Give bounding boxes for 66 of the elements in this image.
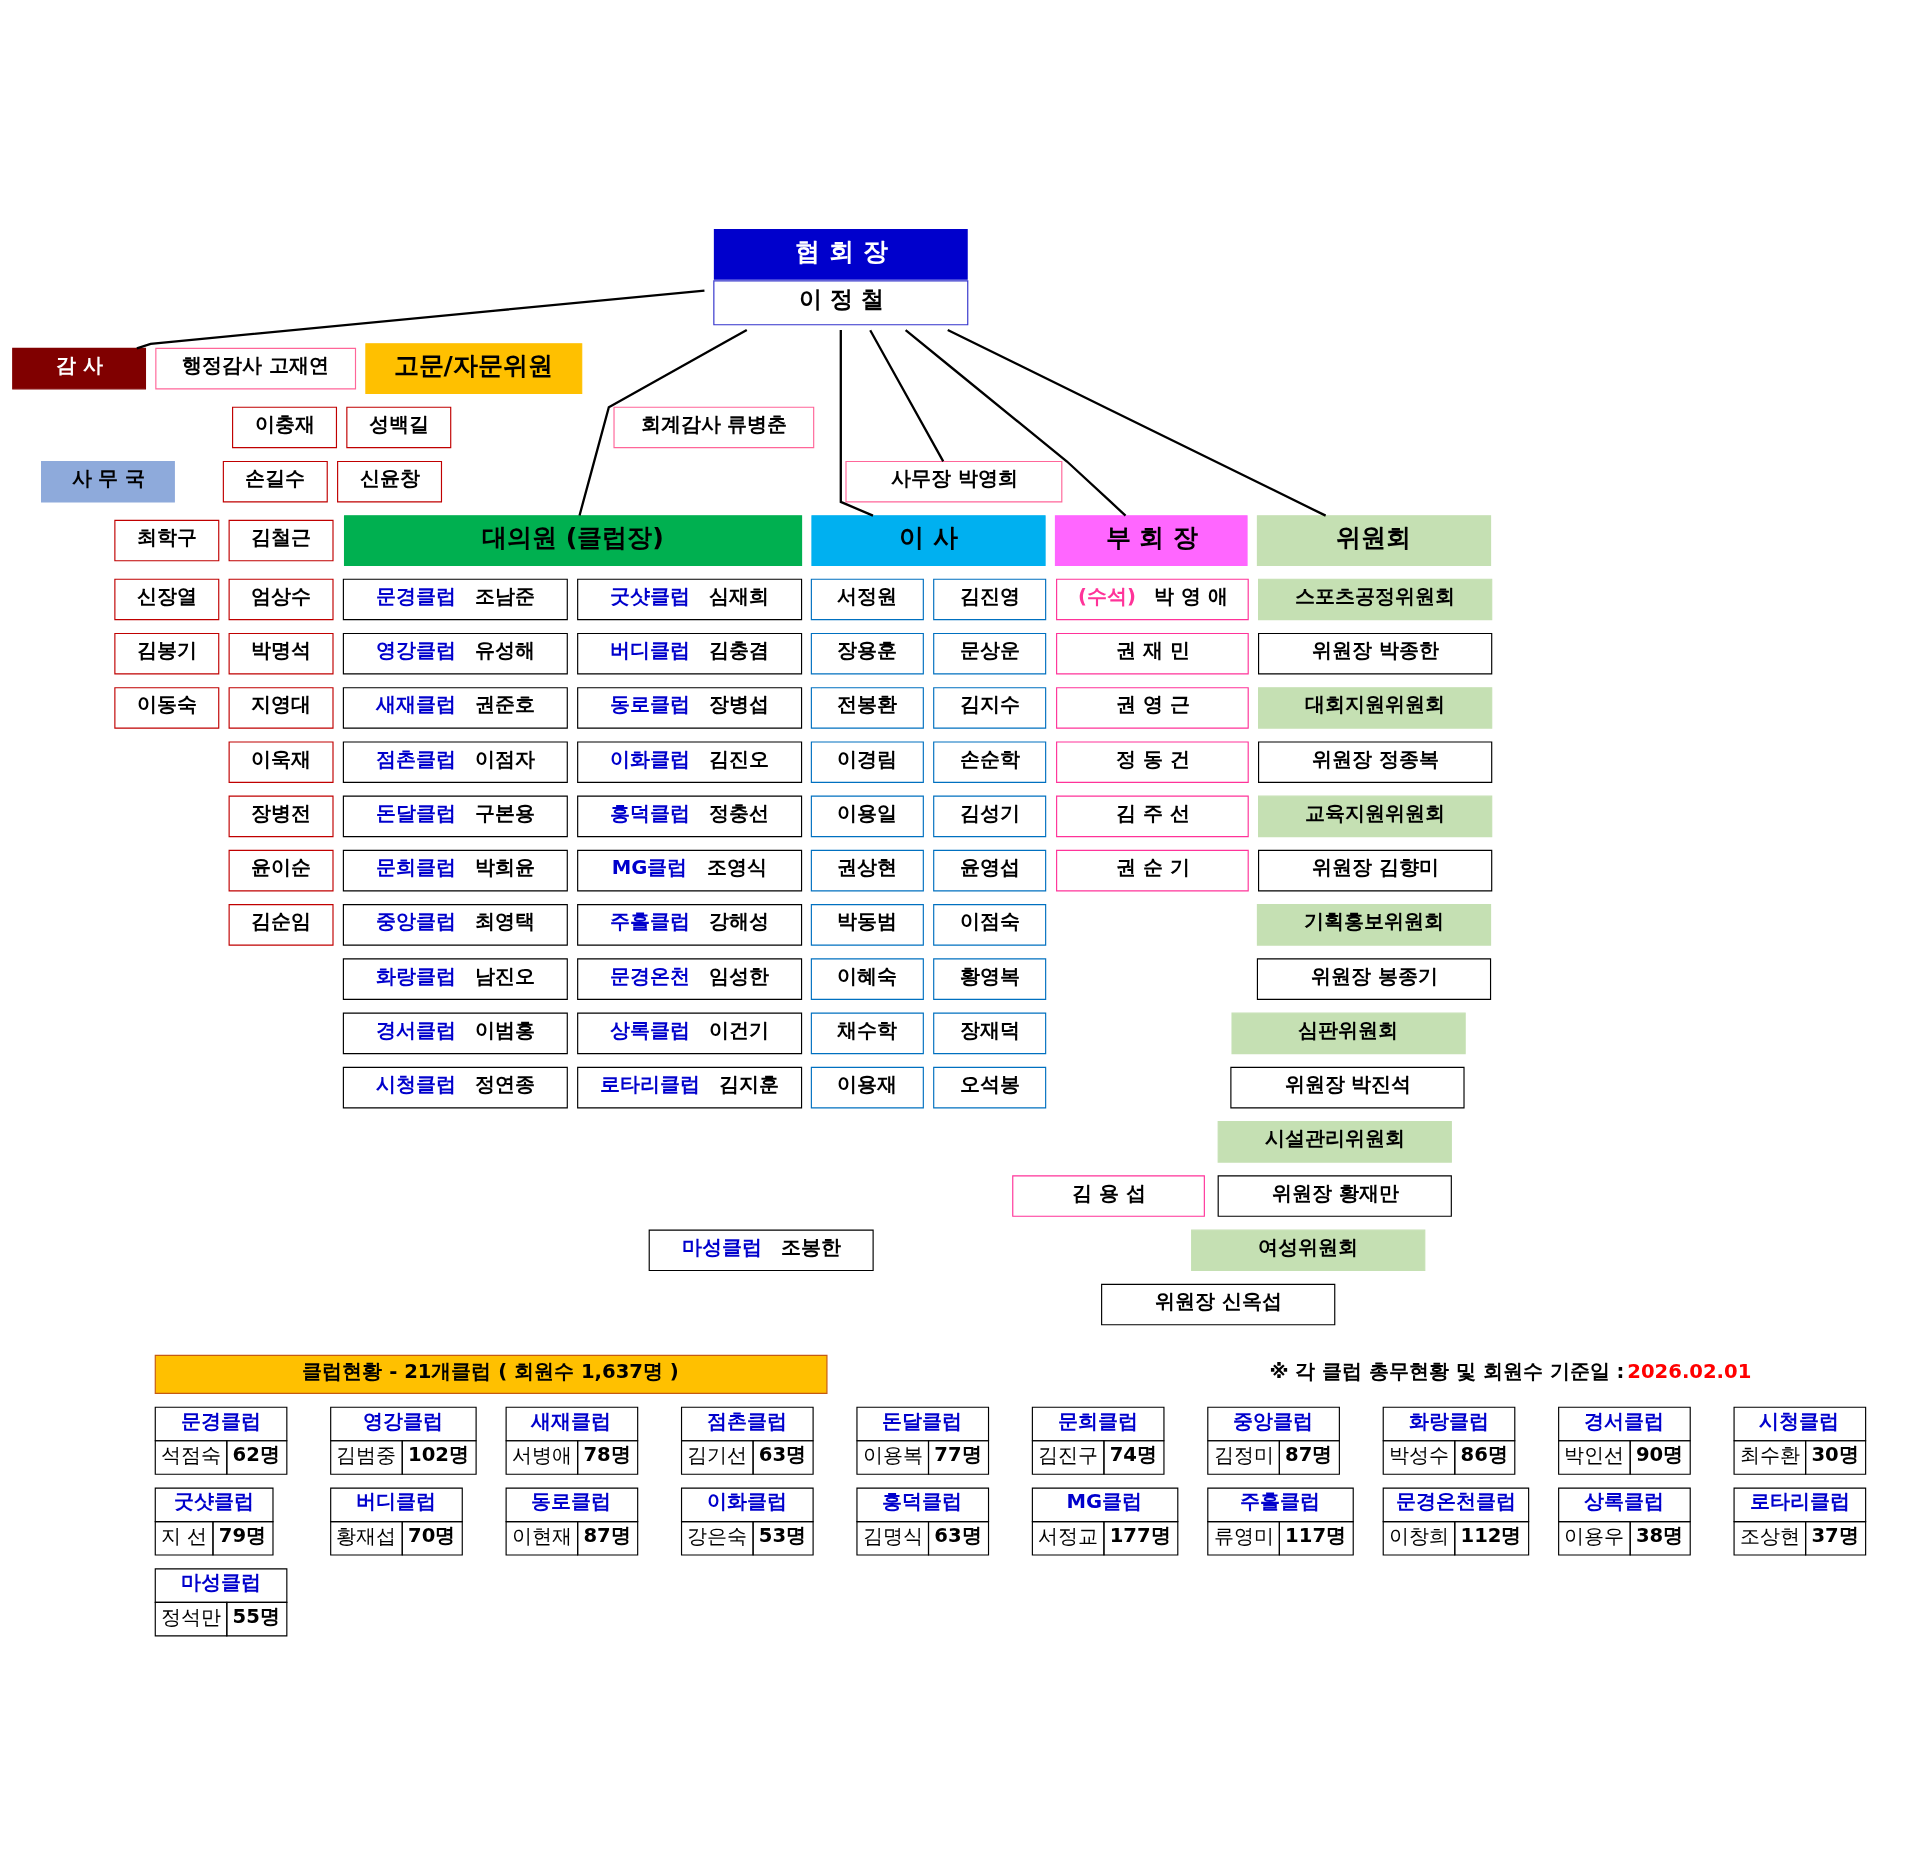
label: 김기선 bbox=[687, 1443, 748, 1467]
label: 90명 bbox=[1635, 1442, 1684, 1466]
label: 78명 bbox=[583, 1442, 631, 1466]
label: 상록클럽 bbox=[1584, 1489, 1665, 1513]
label: 클럽현황 - 21개클럽 ( 회원수 1,637명 ) bbox=[302, 1359, 679, 1383]
label: 영강클럽 bbox=[363, 1409, 444, 1433]
label: 돈달클럽 bbox=[882, 1409, 963, 1433]
label: 79명 bbox=[218, 1523, 267, 1547]
label: 정석만 bbox=[161, 1605, 222, 1629]
label: 87명 bbox=[583, 1523, 631, 1547]
label: 서정교 bbox=[1038, 1524, 1099, 1548]
label: 이용복 bbox=[862, 1443, 923, 1467]
label: 마성클럽 bbox=[180, 1570, 261, 1594]
label: 점촌클럽 bbox=[706, 1409, 787, 1433]
label: 이현재 bbox=[511, 1524, 572, 1548]
label: 지 선 bbox=[161, 1524, 208, 1548]
label: 70명 bbox=[408, 1523, 456, 1547]
label: 이화클럽 bbox=[706, 1489, 787, 1513]
label: 74명 bbox=[1109, 1442, 1157, 1466]
label: 김범중 bbox=[336, 1443, 397, 1467]
label: 이창희 bbox=[1388, 1524, 1449, 1548]
label: 최수환 bbox=[1739, 1443, 1800, 1467]
label: 112명 bbox=[1460, 1523, 1522, 1547]
label: 김명식 bbox=[862, 1524, 923, 1548]
label: 2026.02.01 bbox=[1627, 1359, 1752, 1383]
label: 석점숙 bbox=[161, 1443, 222, 1467]
label: 박성수 bbox=[1388, 1443, 1449, 1467]
label: 37명 bbox=[1811, 1523, 1859, 1547]
label: 이용우 bbox=[1564, 1524, 1625, 1548]
label: 87명 bbox=[1285, 1442, 1333, 1466]
label: 63명 bbox=[758, 1442, 807, 1466]
label: 새재클럽 bbox=[531, 1409, 612, 1433]
label: 55명 bbox=[232, 1604, 280, 1628]
label: MG클럽 bbox=[1066, 1489, 1143, 1513]
label: 문경클럽 bbox=[180, 1409, 261, 1433]
label: 황재섭 bbox=[336, 1524, 397, 1548]
label: 문희클럽 bbox=[1057, 1409, 1138, 1433]
label: 30명 bbox=[1811, 1442, 1859, 1466]
label: 63명 bbox=[934, 1523, 982, 1547]
label: 중앙클럽 bbox=[1233, 1409, 1314, 1433]
label: 서병애 bbox=[511, 1443, 572, 1467]
label: 동로클럽 bbox=[531, 1489, 612, 1513]
label: 102명 bbox=[408, 1442, 469, 1466]
label: 류영미 bbox=[1213, 1524, 1274, 1548]
label: 굿샷클럽 bbox=[173, 1489, 254, 1513]
label: 조상현 bbox=[1739, 1524, 1800, 1548]
label: 박인선 bbox=[1564, 1443, 1625, 1467]
label: 주흘클럽 bbox=[1240, 1489, 1321, 1513]
label: 버디클럽 bbox=[356, 1489, 437, 1513]
label: 김진구 bbox=[1038, 1443, 1099, 1467]
label: 86명 bbox=[1460, 1442, 1508, 1466]
label: ※ 각 클럽 총무현황 및 회원수 기준일 : bbox=[1269, 1359, 1625, 1383]
label: 강은숙 bbox=[687, 1524, 748, 1548]
label: 77명 bbox=[934, 1442, 982, 1466]
label: 117명 bbox=[1285, 1523, 1347, 1547]
label: 김정미 bbox=[1213, 1443, 1274, 1467]
label: 시청클럽 bbox=[1759, 1409, 1840, 1433]
label: 경서클럽 bbox=[1584, 1409, 1665, 1433]
label: 62명 bbox=[232, 1442, 280, 1466]
label: 로타리클럽 bbox=[1749, 1489, 1850, 1513]
label: 화랑클럽 bbox=[1408, 1409, 1489, 1433]
label: 문경온천클럽 bbox=[1395, 1489, 1516, 1513]
label: 177명 bbox=[1109, 1523, 1171, 1547]
label: 53명 bbox=[758, 1523, 807, 1547]
label: 흥덕클럽 bbox=[882, 1489, 963, 1513]
label: 38명 bbox=[1635, 1523, 1684, 1547]
